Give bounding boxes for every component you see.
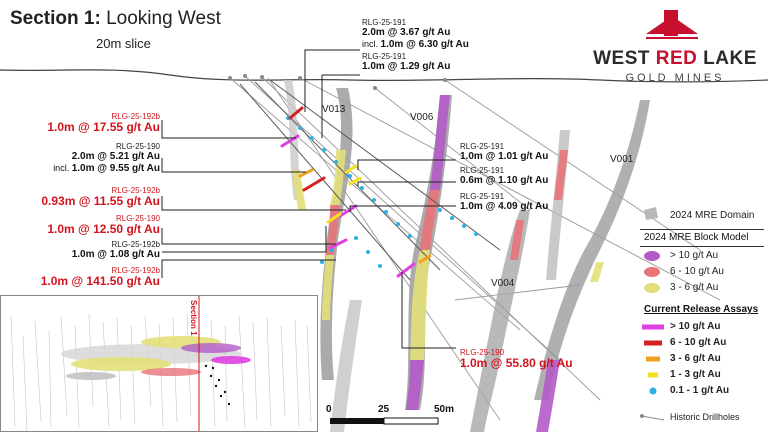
legend-assay-1: 1 - 3 g/t Au — [670, 369, 721, 380]
title-bold: Section 1: — [10, 8, 101, 29]
legend-bm-mid: 6 - 10 g/t Au — [670, 266, 724, 277]
domain-v004 — [470, 210, 530, 432]
intercept-label-l4: RLG-25-190 2.0m @ 5.21 g/t Au incl. 1.0m… — [53, 142, 160, 174]
legend-assay-01: 0.1 - 1 g/t Au — [670, 385, 730, 396]
title-rest: Looking West — [100, 8, 221, 29]
intercept-label-l3: RLG-25-192b 1.0m @ 17.55 g/t Au — [47, 112, 160, 135]
release-drillholes — [239, 79, 501, 281]
legend-assays-title: Current Release Assays — [644, 304, 759, 315]
topography-line — [0, 69, 768, 83]
intercept-label-l6: RLG-25-191 0.6m @ 1.10 g/t Au — [460, 166, 549, 187]
mre-domains — [284, 80, 650, 432]
section-subtitle: 20m slice — [96, 36, 151, 51]
section-title: Section 1: Looking West — [10, 8, 221, 30]
vein-label-v001: V001 — [610, 154, 634, 165]
inset-section-label: Section 1 — [189, 300, 198, 336]
intercept-label-l11: RLG-25-192b 1.0m @ 141.50 g/t Au — [40, 266, 160, 289]
vein-label-v013: V013 — [322, 104, 346, 115]
intercept-label-l2: RLG-25-191 1.0m @ 1.29 g/t Au — [362, 52, 451, 73]
domain-v001 — [534, 100, 650, 400]
intercept-label-l5: RLG-25-191 1.0m @ 1.01 g/t Au — [460, 142, 549, 163]
logo-mark — [646, 10, 698, 39]
scale-label-50: 50m — [434, 404, 455, 415]
legend-block-model-title: 2024 MRE Block Model — [644, 232, 749, 243]
legend-bm-high: > 10 g/t Au — [670, 250, 719, 261]
leader-lines — [161, 49, 456, 349]
vein-label-v004: V004 — [491, 278, 515, 289]
legend-bm-low: 3 - 6 g/t Au — [670, 282, 719, 293]
company-logo: WEST RED LAKE GOLD MINES — [590, 8, 760, 88]
legend-historic: Historic Drillholes — [670, 412, 740, 422]
legend-assay-3: 3 - 6 g/t Au — [670, 353, 721, 364]
intercept-label-l10: RLG-25-192b 1.0m @ 1.08 g/t Au — [71, 240, 160, 261]
historic-collars — [228, 74, 447, 90]
scale-label-25: 25 — [378, 404, 390, 415]
scale-label-0: 0 — [326, 404, 332, 415]
legend-assay-mid: 6 - 10 g/t Au — [670, 337, 727, 348]
scale-bar — [330, 417, 439, 425]
logo-sub: GOLD MINES — [625, 72, 725, 84]
legend-assay-high: > 10 g/t Au — [670, 321, 721, 332]
assay-marks — [280, 106, 432, 278]
inset-map — [10, 296, 312, 431]
logo-name: WEST RED LAKE — [593, 48, 757, 69]
legend-symbols — [640, 207, 665, 421]
intercept-label-l12: RLG-25-190 1.0m @ 55.80 g/t Au — [460, 348, 573, 371]
historic-drillholes — [229, 75, 721, 421]
inset-overview — [0, 295, 318, 432]
intercept-label-l9: RLG-25-190 1.0m @ 12.50 g/t Au — [47, 214, 160, 237]
intercept-label-l7: RLG-25-192b 0.93m @ 11.55 g/t Au — [41, 186, 160, 209]
block-model — [292, 95, 604, 432]
intercept-label-l8: RLG-25-191 1.0m @ 4.09 g/t Au — [460, 192, 549, 213]
vein-label-v006: V006 — [410, 112, 434, 123]
domain-south — [330, 300, 362, 432]
intercept-label-l1: RLG-25-191 2.0m @ 3.67 g/t Au incl. 1.0m… — [362, 18, 469, 50]
assay-low — [286, 116, 478, 268]
legend-mre-domain: 2024 MRE Domain — [670, 210, 755, 221]
